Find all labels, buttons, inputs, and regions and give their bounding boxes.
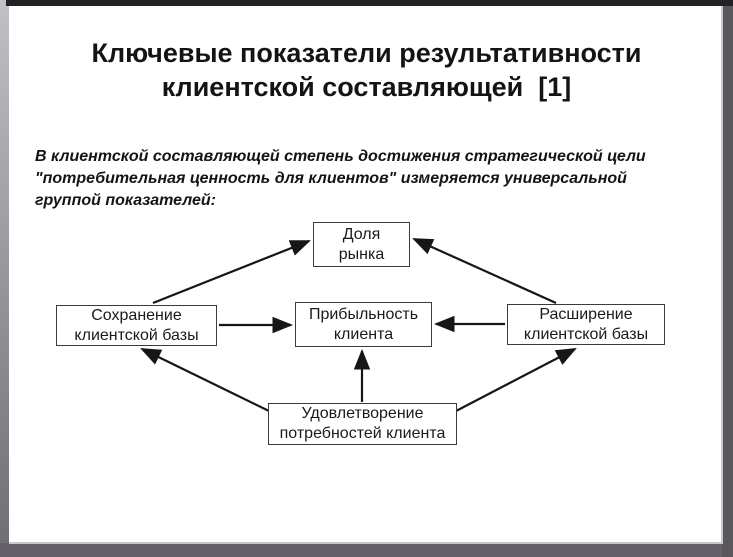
lead-line1: В клиентской составляющей степень достиж… <box>35 148 646 165</box>
node-market-share-line2: рынка <box>338 245 385 263</box>
page-title: Ключевые показатели результативности кли… <box>30 36 703 104</box>
edge-satisfaction-to-expansion <box>455 348 577 412</box>
lead-line3: группой показателей: <box>35 192 216 209</box>
node-market-share-line1: Доля <box>342 225 381 243</box>
node-expansion-line2: клиентской базы <box>523 325 649 343</box>
node-expansion: Расширение клиентской базы <box>507 304 665 345</box>
lead-paragraph: В клиентской составляющей степень достиж… <box>35 146 695 212</box>
edge-satisfaction-to-retention <box>140 348 270 412</box>
frame-right-band <box>722 0 733 557</box>
node-profitability: Прибыльность клиента <box>295 302 432 347</box>
edge-retention-to-market-share <box>152 239 311 305</box>
frame-bottom-band <box>0 543 733 557</box>
node-retention: Сохранение клиентской базы <box>56 305 217 346</box>
node-profitability-line1: Прибыльность <box>308 305 419 323</box>
node-retention-line1: Сохранение <box>91 306 182 324</box>
page-title-line1: Ключевые показатели результативности <box>91 38 642 68</box>
node-satisfaction: Удовлетворение потребностей клиента <box>268 403 457 445</box>
edge-expansion-to-market-share <box>412 237 557 305</box>
lead-line2: "потребительная ценность для клиентов" и… <box>35 170 627 187</box>
page-title-line2: клиентской составляющей [1] <box>161 72 572 102</box>
node-profitability-line2: клиента <box>333 325 394 343</box>
node-retention-line2: клиентской базы <box>74 326 199 344</box>
slide-canvas <box>9 6 723 544</box>
node-market-share: Доля рынка <box>313 222 410 267</box>
node-satisfaction-line1: Удовлетворение <box>301 405 424 422</box>
node-expansion-line1: Расширение <box>539 305 633 323</box>
frame-top-band <box>6 0 733 6</box>
node-satisfaction-line2: потребностей клиента <box>279 425 446 442</box>
frame-left-band <box>0 0 9 543</box>
